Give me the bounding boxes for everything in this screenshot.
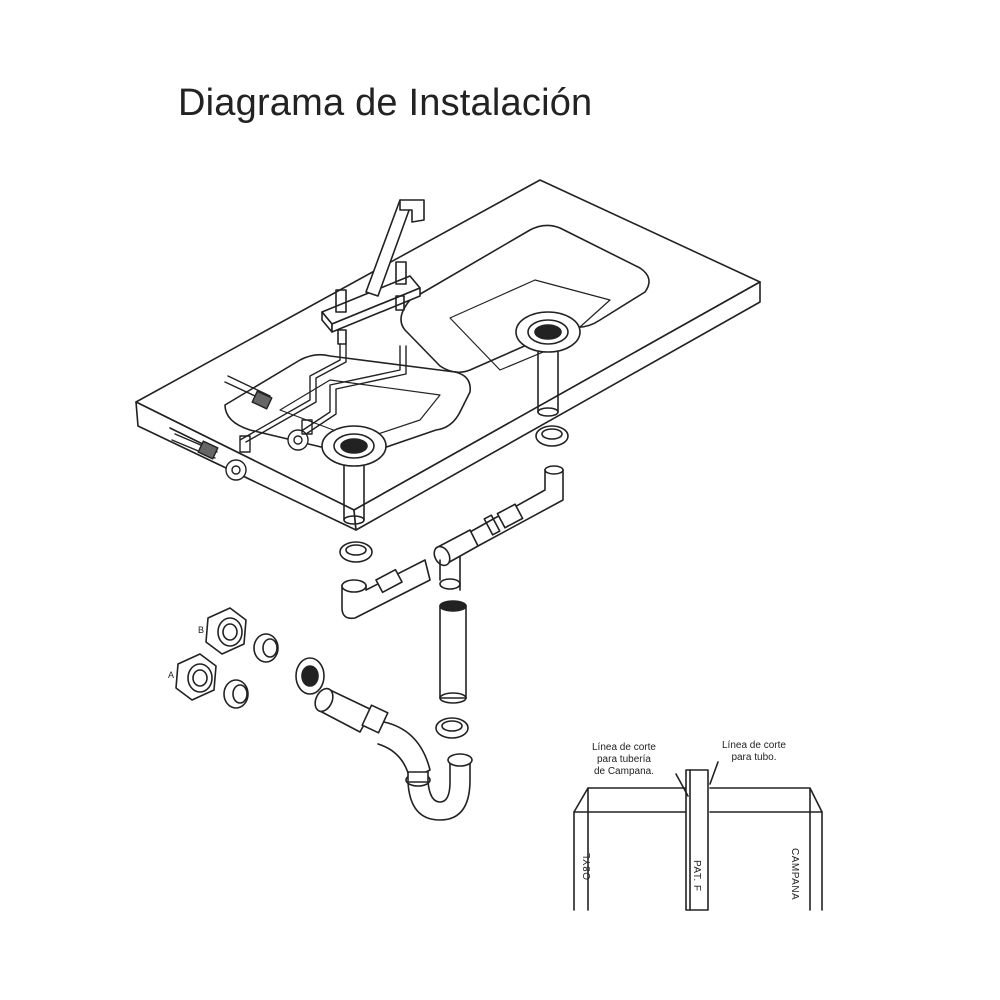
p-trap xyxy=(405,753,473,821)
part-letter-b: B xyxy=(198,625,205,635)
cut-line-left-line-3: de Campana. xyxy=(593,766,654,777)
trap-arm xyxy=(314,687,431,781)
cut-line-label-left: Línea de corte para tubería de Campana. xyxy=(592,742,656,778)
elbow-connector xyxy=(341,559,431,620)
pipe-right-label: CAMPANA xyxy=(789,848,800,901)
right-basin xyxy=(400,224,650,374)
cut-line-right-line-2: para tubo. xyxy=(731,752,777,763)
wall-fittings xyxy=(175,607,325,709)
slip-nuts xyxy=(339,425,569,739)
tee-connector xyxy=(433,465,564,591)
cut-line-label-right: Línea de corte para tubo. xyxy=(722,740,786,764)
countertop xyxy=(135,179,761,531)
pipe-left-label: O8YL xyxy=(582,852,593,880)
supply-hoses xyxy=(171,343,407,481)
vertical-tube xyxy=(439,600,467,704)
cut-line-left-line-1: Línea de corte xyxy=(592,742,656,753)
strainers xyxy=(321,311,581,525)
cut-line-right-line-1: Línea de corte xyxy=(722,740,786,751)
cut-line-detail xyxy=(573,761,823,911)
cut-line-left-line-2: para tubería xyxy=(597,754,651,765)
faucet xyxy=(321,199,425,345)
page-title: Diagrama de Instalación xyxy=(178,82,593,124)
pipe-mid-label: PAT. F xyxy=(691,860,702,892)
part-letter-a: A xyxy=(168,670,175,680)
